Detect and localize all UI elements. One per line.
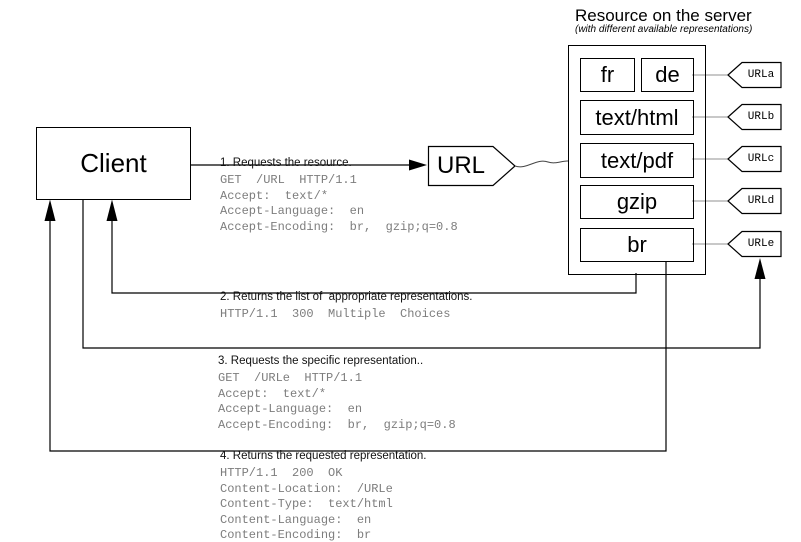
- message-3: 3. Requests the specific representation.…: [218, 355, 456, 433]
- url-tag-label-d: URLd: [747, 195, 775, 207]
- message-4-title: 4. Returns the requested representation.: [220, 450, 427, 462]
- http-header-line: Accept: text/*: [218, 386, 327, 401]
- url-node-label: URL: [436, 152, 485, 179]
- url-tag-shape-e: [727, 230, 782, 258]
- message-2: 2. Returns the list of appropriate repre…: [220, 291, 473, 323]
- url-tag-label-e: URLe: [747, 238, 775, 250]
- http-header-line: Content-Encoding: br: [220, 528, 372, 542]
- response-2-arrowhead: [106, 199, 118, 221]
- representation-label: text/html: [595, 104, 679, 130]
- message-1-title: 1. Requests the resource.: [220, 157, 352, 169]
- response-4-arrowhead: [44, 199, 56, 221]
- request-3-path: [82, 199, 761, 349]
- representation-box-text-html: text/html: [580, 100, 694, 135]
- message-1: 1. Requests the resource. GET /URL HTTP/…: [220, 157, 458, 235]
- url-node-shape: [427, 145, 516, 187]
- representation-box-de: de: [641, 58, 694, 92]
- url-tag-label-a: URLa: [747, 69, 775, 81]
- url-tag-shape-d: [727, 187, 782, 215]
- message-3-title: 3. Requests the specific representation.…: [218, 355, 424, 367]
- representation-label: br: [627, 232, 647, 257]
- http-status-line: HTTP/1.1 200 OK: [220, 466, 343, 480]
- http-header-line: Accept: text/*: [220, 188, 329, 203]
- http-status-line: HTTP/1.1 300 Multiple Choices: [220, 307, 451, 321]
- representation-box-br: br: [580, 228, 694, 262]
- url-tag-shape-b: [727, 103, 782, 131]
- representation-box-fr: fr: [580, 58, 635, 92]
- http-request-line: GET /URLe HTTP/1.1: [218, 371, 363, 385]
- server-title: Resource on the server: [575, 6, 752, 25]
- representation-label: fr: [600, 62, 615, 87]
- http-header-line: Content-Type: text/html: [220, 497, 393, 511]
- http-header-line: Accept-Encoding: br, gzip;q=0.8: [218, 417, 456, 432]
- server-box: [568, 45, 706, 275]
- server-subtitle: (with different available representation…: [575, 24, 753, 35]
- response-4-path: [49, 215, 667, 452]
- http-header-line: Accept-Encoding: br, gzip;q=0.8: [220, 219, 458, 234]
- representation-label: de: [655, 62, 680, 87]
- representation-box-text-pdf: text/pdf: [580, 143, 694, 178]
- message-4: 4. Returns the requested representation.…: [220, 450, 427, 542]
- request-3-arrowhead: [754, 258, 766, 279]
- response-2-path: [111, 215, 637, 294]
- http-header-line: Accept-Language: en: [220, 204, 365, 218]
- http-header-line: Content-Language: en: [220, 512, 372, 527]
- url-tag-label-b: URLb: [747, 111, 775, 123]
- representation-label: gzip: [616, 189, 658, 214]
- client-label: Client: [80, 148, 147, 178]
- http-header-line: Accept-Language: en: [218, 402, 363, 416]
- request-1-arrowhead: [409, 159, 427, 171]
- url-tag-shape-a: [727, 61, 782, 89]
- http-request-line: GET /URL HTTP/1.1: [220, 173, 357, 187]
- message-2-title: 2. Returns the list of appropriate repre…: [220, 291, 473, 303]
- url-tag-shape-c: [727, 145, 782, 173]
- representation-label: text/pdf: [600, 147, 674, 173]
- representation-box-gzip: gzip: [580, 185, 694, 219]
- http-header-line: Content-Location: /URLe: [220, 481, 393, 496]
- url-tag-label-c: URLc: [747, 153, 775, 165]
- client-box: Client: [36, 127, 191, 200]
- url-to-server-connector: [514, 160, 569, 168]
